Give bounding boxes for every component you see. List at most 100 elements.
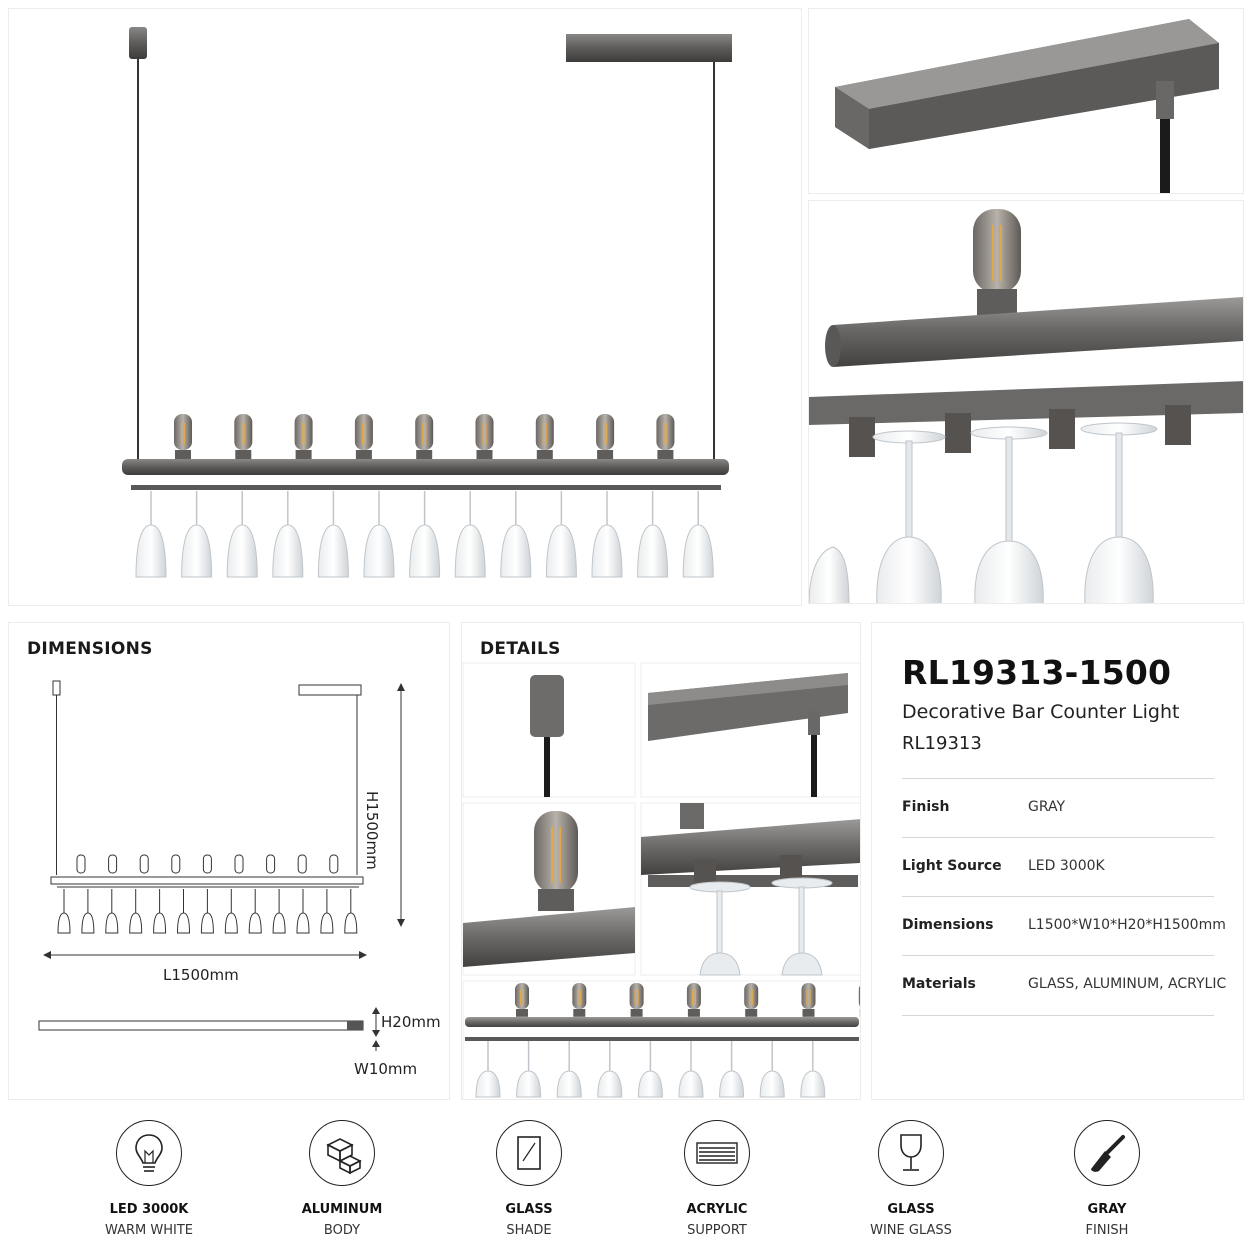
wine-glass (296, 889, 310, 934)
bulb (686, 983, 701, 1017)
bulb (266, 854, 276, 874)
bulb (858, 985, 860, 1017)
product-code: RL19313-1500 (902, 653, 1172, 692)
wine-glass (475, 1041, 501, 1098)
wine-glass (363, 491, 395, 578)
bulb-rack-closeup (809, 209, 1243, 603)
details-title: DETAILS (480, 639, 561, 659)
spec-value: GLASS, ALUMINUM, ACRYLIC (1028, 976, 1227, 992)
feature-title: ALUMINUM (301, 1202, 383, 1217)
wine-glass (637, 491, 669, 578)
wine-glass (759, 1041, 785, 1098)
ceiling-plate-closeup (835, 19, 1219, 193)
spec-key: Finish (902, 799, 950, 815)
bulb (171, 854, 181, 874)
wine-glass (129, 889, 143, 934)
wine-glass (224, 889, 238, 934)
dimensions-title: DIMENSIONS (27, 639, 153, 659)
spec-row-materials: Materials GLASS, ALUMINUM, ACRYLIC (902, 955, 1226, 1016)
feature-wine-glass: GLASS WINE GLASS (836, 1120, 986, 1238)
wine-glass (181, 491, 213, 578)
bulb (294, 414, 313, 461)
wine-glass (135, 491, 167, 578)
wine-glass (719, 1041, 745, 1098)
product-model: RL19313 (902, 733, 982, 754)
ceiling-plate-right (566, 34, 732, 62)
wine-glass-icon (878, 1120, 944, 1186)
wine-glass (344, 889, 358, 934)
h20-dimension-label: H20mm (381, 1013, 441, 1031)
bulb (174, 414, 192, 461)
wine-glass (800, 1041, 826, 1098)
paint-brush-icon (1074, 1120, 1140, 1186)
feature-title: ACRYLIC (686, 1202, 748, 1217)
bulb (475, 414, 494, 461)
wine-glass (545, 491, 577, 578)
feature-title: GLASS (505, 1202, 553, 1217)
bulb (656, 414, 675, 461)
bulb (139, 854, 149, 874)
glass-rack (131, 485, 721, 490)
dimension-drawing (38, 680, 405, 1051)
details-panel: DETAILS (461, 622, 861, 1100)
wine-glass (81, 889, 95, 934)
wine-glass (317, 491, 349, 578)
height-dimension-label: H1500mm (363, 791, 381, 870)
detail-ceiling-plate-image (808, 8, 1244, 194)
bulb (535, 414, 554, 461)
bulb (297, 854, 307, 874)
wine-glass (516, 1041, 542, 1098)
bulb-icon (116, 1120, 182, 1186)
feature-glass-shade: GLASS SHADE (454, 1120, 604, 1238)
feature-acrylic: ACRYLIC SUPPORT (642, 1120, 792, 1238)
feature-gray-finish: GRAY FINISH (1032, 1120, 1182, 1238)
bulb (629, 983, 644, 1017)
wine-glass (409, 491, 441, 578)
glass-panel-icon (496, 1120, 562, 1186)
wine-glass (248, 889, 262, 934)
bulb (354, 414, 373, 461)
bulb (202, 854, 212, 874)
bulb (234, 414, 253, 461)
main-product-image (8, 8, 802, 606)
wine-glass (556, 1041, 582, 1098)
detail-bulb-rack-image (808, 200, 1244, 604)
wine-glass (500, 491, 532, 578)
product-name: Decorative Bar Counter Light (902, 701, 1180, 723)
feature-subtitle: WINE GLASS (870, 1223, 952, 1238)
wine-glass (637, 1041, 663, 1098)
w10-dimension-label: W10mm (354, 1060, 418, 1078)
feature-aluminum: ALUMINUM BODY (267, 1120, 417, 1238)
product-info-panel: RL19313-1500 Decorative Bar Counter Ligh… (871, 622, 1244, 1100)
details-photo-grid (462, 662, 860, 1099)
feature-subtitle: FINISH (1085, 1223, 1129, 1238)
feature-subtitle: SUPPORT (687, 1223, 747, 1238)
length-dimension-label: L1500mm (163, 966, 239, 984)
light-bar (122, 459, 729, 475)
spec-row-light-source: Light Source LED 3000K (902, 837, 1214, 897)
bulb (108, 854, 118, 874)
wine-glass (272, 889, 286, 934)
wine-glass (153, 889, 167, 934)
fixture-illustration (122, 27, 732, 578)
bulb (329, 854, 339, 874)
aluminum-bars-icon (309, 1120, 375, 1186)
bulb (572, 983, 587, 1017)
bulb (515, 983, 529, 1017)
spec-row-finish: Finish GRAY (902, 778, 1214, 838)
spec-value: L1500*W10*H20*H1500mm (1028, 917, 1226, 933)
bulb (76, 854, 86, 874)
feature-subtitle: WARM WHITE (104, 1223, 194, 1238)
wine-glass (272, 491, 304, 578)
wine-glass (591, 491, 623, 578)
wine-glass (597, 1041, 623, 1098)
wine-glass (57, 889, 71, 934)
wine-glass (105, 889, 119, 934)
feature-subtitle: SHADE (506, 1223, 552, 1238)
spec-key: Materials (902, 976, 976, 992)
bulb (801, 983, 816, 1017)
feature-led: LED 3000K WARM WHITE (74, 1120, 224, 1238)
feature-title: LED 3000K (109, 1202, 189, 1217)
dimensions-panel: DIMENSIONS H1500mm L1500mm H20mm W10mm (8, 622, 450, 1100)
spec-value: GRAY (1028, 799, 1066, 815)
